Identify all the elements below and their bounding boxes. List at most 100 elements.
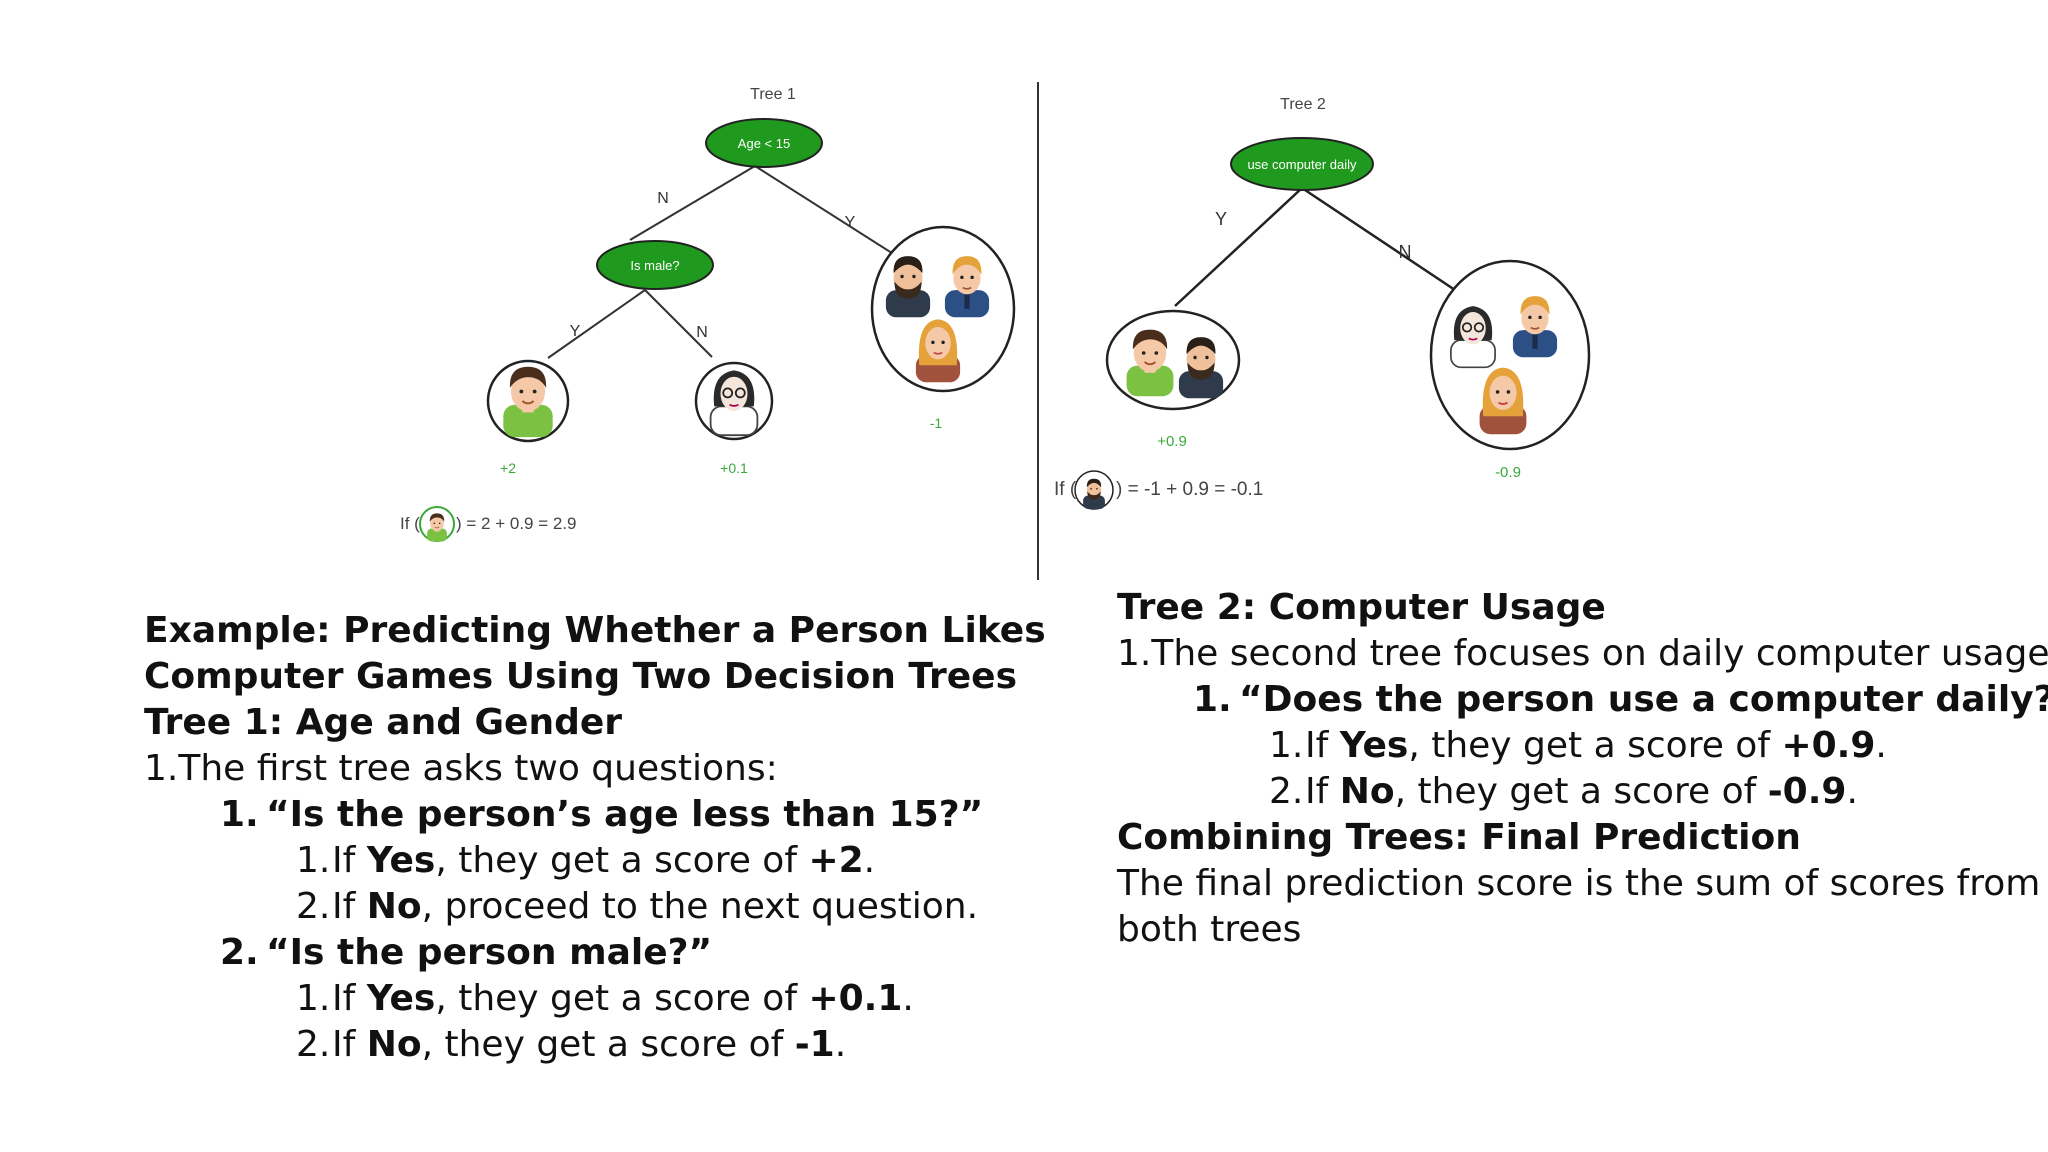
tree1-child-branch-y: Y (570, 323, 581, 340)
tree2-intro: 1.The second tree focuses on daily compu… (1117, 631, 2048, 677)
list-number: 1. (220, 794, 259, 835)
list-number: 2. (1269, 771, 1304, 812)
answer-end: . (863, 840, 876, 881)
tree2-question: 1.“Does the person use a computer daily?… (1117, 677, 2048, 723)
tree1-branch-y: Y (845, 214, 856, 231)
list-number: 1. (1269, 725, 1304, 766)
tree1-intro-text: The first tree asks two questions: (178, 748, 778, 789)
answer-middle: , they get a score of (421, 1024, 795, 1065)
answer-prefix: If (332, 978, 367, 1019)
question-2-answer-no: 2.If No, they get a score of -1. (144, 1022, 1024, 1068)
answer-key: No (366, 886, 422, 927)
question-1-answer-no: 2.If No, proceed to the next question. (144, 884, 1024, 930)
tree2-branch-n: N (1399, 242, 1412, 262)
answer-prefix: If (332, 886, 367, 927)
list-number: 2. (296, 886, 331, 927)
answer-middle: , they get a score of (435, 978, 809, 1019)
tree2-edge-y (1174, 187, 1303, 307)
tree1-root-node (705, 118, 823, 168)
answer-end: . (1846, 771, 1858, 812)
tree2-root-label: use computer daily (1247, 157, 1357, 172)
combine-line1: The final prediction score is the sum of… (1117, 863, 2041, 904)
tree1-edge-n (629, 165, 756, 241)
tree2-intro-text: The second tree focuses on daily compute… (1151, 633, 2048, 674)
tree1-root-label: Age < 15 (738, 136, 790, 151)
answer-end: . (902, 978, 914, 1019)
tree2-leaf-no-score: -0.9 (1495, 464, 1521, 481)
tree1-leaf-boy-score: +2 (500, 460, 516, 476)
answer-middle: , they get a score of (435, 840, 809, 881)
answer-key: Yes (1339, 725, 1409, 766)
tree1-formula-prefix: If ( (400, 514, 420, 533)
tree2-heading: Tree 2: Computer Usage (1117, 587, 1606, 628)
example-title-line2: Computer Games Using Two Decision Trees (144, 656, 1018, 697)
tree2-branch-y: Y (1215, 209, 1227, 229)
answer-key: No (1339, 771, 1395, 812)
tree1-heading: Tree 1: Age and Gender (144, 702, 623, 743)
tree2-title: Tree 2 (1280, 96, 1326, 113)
tree1-formula-boy-icon (419, 506, 455, 542)
question-2-text: “Is the person male?” (266, 932, 713, 973)
answer-score: +0.1 (808, 978, 903, 1019)
tree2-root-node (1230, 137, 1374, 191)
tree1-formula-suffix: ) = 2 + 0.9 = 2.9 (456, 514, 577, 533)
answer-key: Yes (366, 840, 436, 881)
tree2-leaf-yes (1105, 309, 1241, 411)
list-number: 1. (296, 840, 331, 881)
tree1-title: Tree 1 (750, 86, 796, 103)
question-1: 1.“Is the person’s age less than 15?” (144, 792, 1024, 838)
tree1-branch-n: N (657, 190, 669, 207)
tree1-leaf-group-score: -1 (930, 415, 943, 431)
question-1-text: “Is the person’s age less than 15?” (266, 794, 984, 835)
tree1-leaf-girl (694, 361, 774, 441)
answer-score: +2 (808, 840, 864, 881)
answer-middle: , they get a score of (1394, 771, 1768, 812)
list-number: 1. (1193, 679, 1232, 720)
tree1-intro: 1.The first tree asks two questions: (144, 746, 1024, 792)
tree2-formula-prefix: If ( (1054, 479, 1077, 500)
tree1-leaf-boy (486, 359, 570, 443)
tree1-child-edge-n (644, 289, 713, 358)
right-text-block: Tree 2: Computer Usage 1.The second tree… (1117, 585, 2048, 953)
tree1-leaf-girl-score: +0.1 (720, 460, 748, 476)
answer-middle: , they get a score of (1408, 725, 1782, 766)
tree1-leaf-group (870, 225, 1016, 393)
tree1-child-label: Is male? (630, 258, 679, 273)
list-number: 1. (296, 978, 331, 1019)
tree1-edge-y (754, 165, 896, 256)
list-number: 1. (144, 748, 179, 789)
answer-key: No (366, 1024, 422, 1065)
answer-prefix: If (1305, 725, 1340, 766)
tree2-edge-n (1301, 186, 1456, 292)
question-2-answer-yes: 1.If Yes, they get a score of +0.1. (144, 976, 1024, 1022)
tree1-child-edge-y (547, 289, 646, 359)
example-title-line1: Example: Predicting Whether a Person Lik… (144, 610, 1046, 651)
answer-end: . (1875, 725, 1887, 766)
tree2-answer-no: 2.If No, they get a score of -0.9. (1117, 769, 2037, 815)
list-number: 2. (220, 932, 259, 973)
tree2-formula-bearded-icon (1074, 470, 1114, 510)
tree1-child-node (596, 240, 714, 290)
answer-rest: , proceed to the next question. (421, 886, 979, 927)
answer-prefix: If (332, 1024, 367, 1065)
tree2-formula-suffix: ) = -1 + 0.9 = -0.1 (1116, 479, 1263, 500)
answer-key: Yes (366, 978, 436, 1019)
combine-line2: both trees (1117, 909, 1302, 950)
decision-trees-diagram: Tree 1 Age < 15 N Y Is male? Y N +2 +0.1… (400, 82, 1591, 580)
combine-heading: Combining Trees: Final Prediction (1117, 817, 1801, 858)
answer-score: -0.9 (1767, 771, 1847, 812)
list-number: 2. (296, 1024, 331, 1065)
left-text-block: Example: Predicting Whether a Person Lik… (144, 608, 1046, 1068)
answer-prefix: If (332, 840, 367, 881)
tree2-leaf-yes-score: +0.9 (1157, 433, 1187, 450)
answer-end: . (834, 1024, 847, 1065)
tree2-answer-yes: 1.If Yes, they get a score of +0.9. (1117, 723, 2037, 769)
tree1-child-branch-n: N (696, 324, 708, 341)
answer-prefix: If (1305, 771, 1340, 812)
list-number: 1. (1117, 633, 1152, 674)
answer-score: +0.9 (1781, 725, 1876, 766)
question-1-answer-yes: 1.If Yes, they get a score of +2. (144, 838, 1024, 884)
tree2-leaf-no (1429, 259, 1591, 451)
answer-score: -1 (794, 1024, 835, 1065)
tree2-question-text: “Does the person use a computer daily?” (1239, 679, 2048, 720)
